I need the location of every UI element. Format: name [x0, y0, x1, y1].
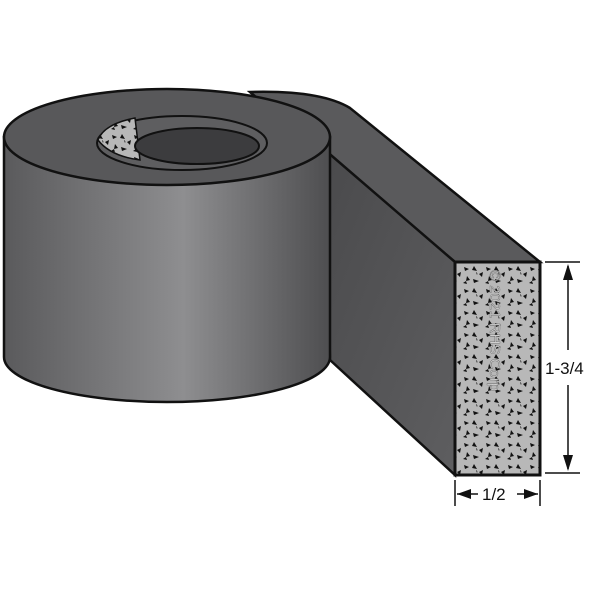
roll-body: [2, 135, 332, 404]
height-label: 1-3/4: [545, 359, 584, 378]
height-dimension: 1-3/4: [545, 261, 584, 474]
width-label: 1/2: [482, 485, 506, 504]
foam-end-face: [453, 260, 542, 477]
width-dimension: 1/2: [454, 480, 541, 506]
copyright-watermark: © 2021 RHS Corp: [486, 270, 503, 391]
core-foam-edge: [97, 117, 141, 161]
roll-core-hole: [134, 127, 260, 165]
